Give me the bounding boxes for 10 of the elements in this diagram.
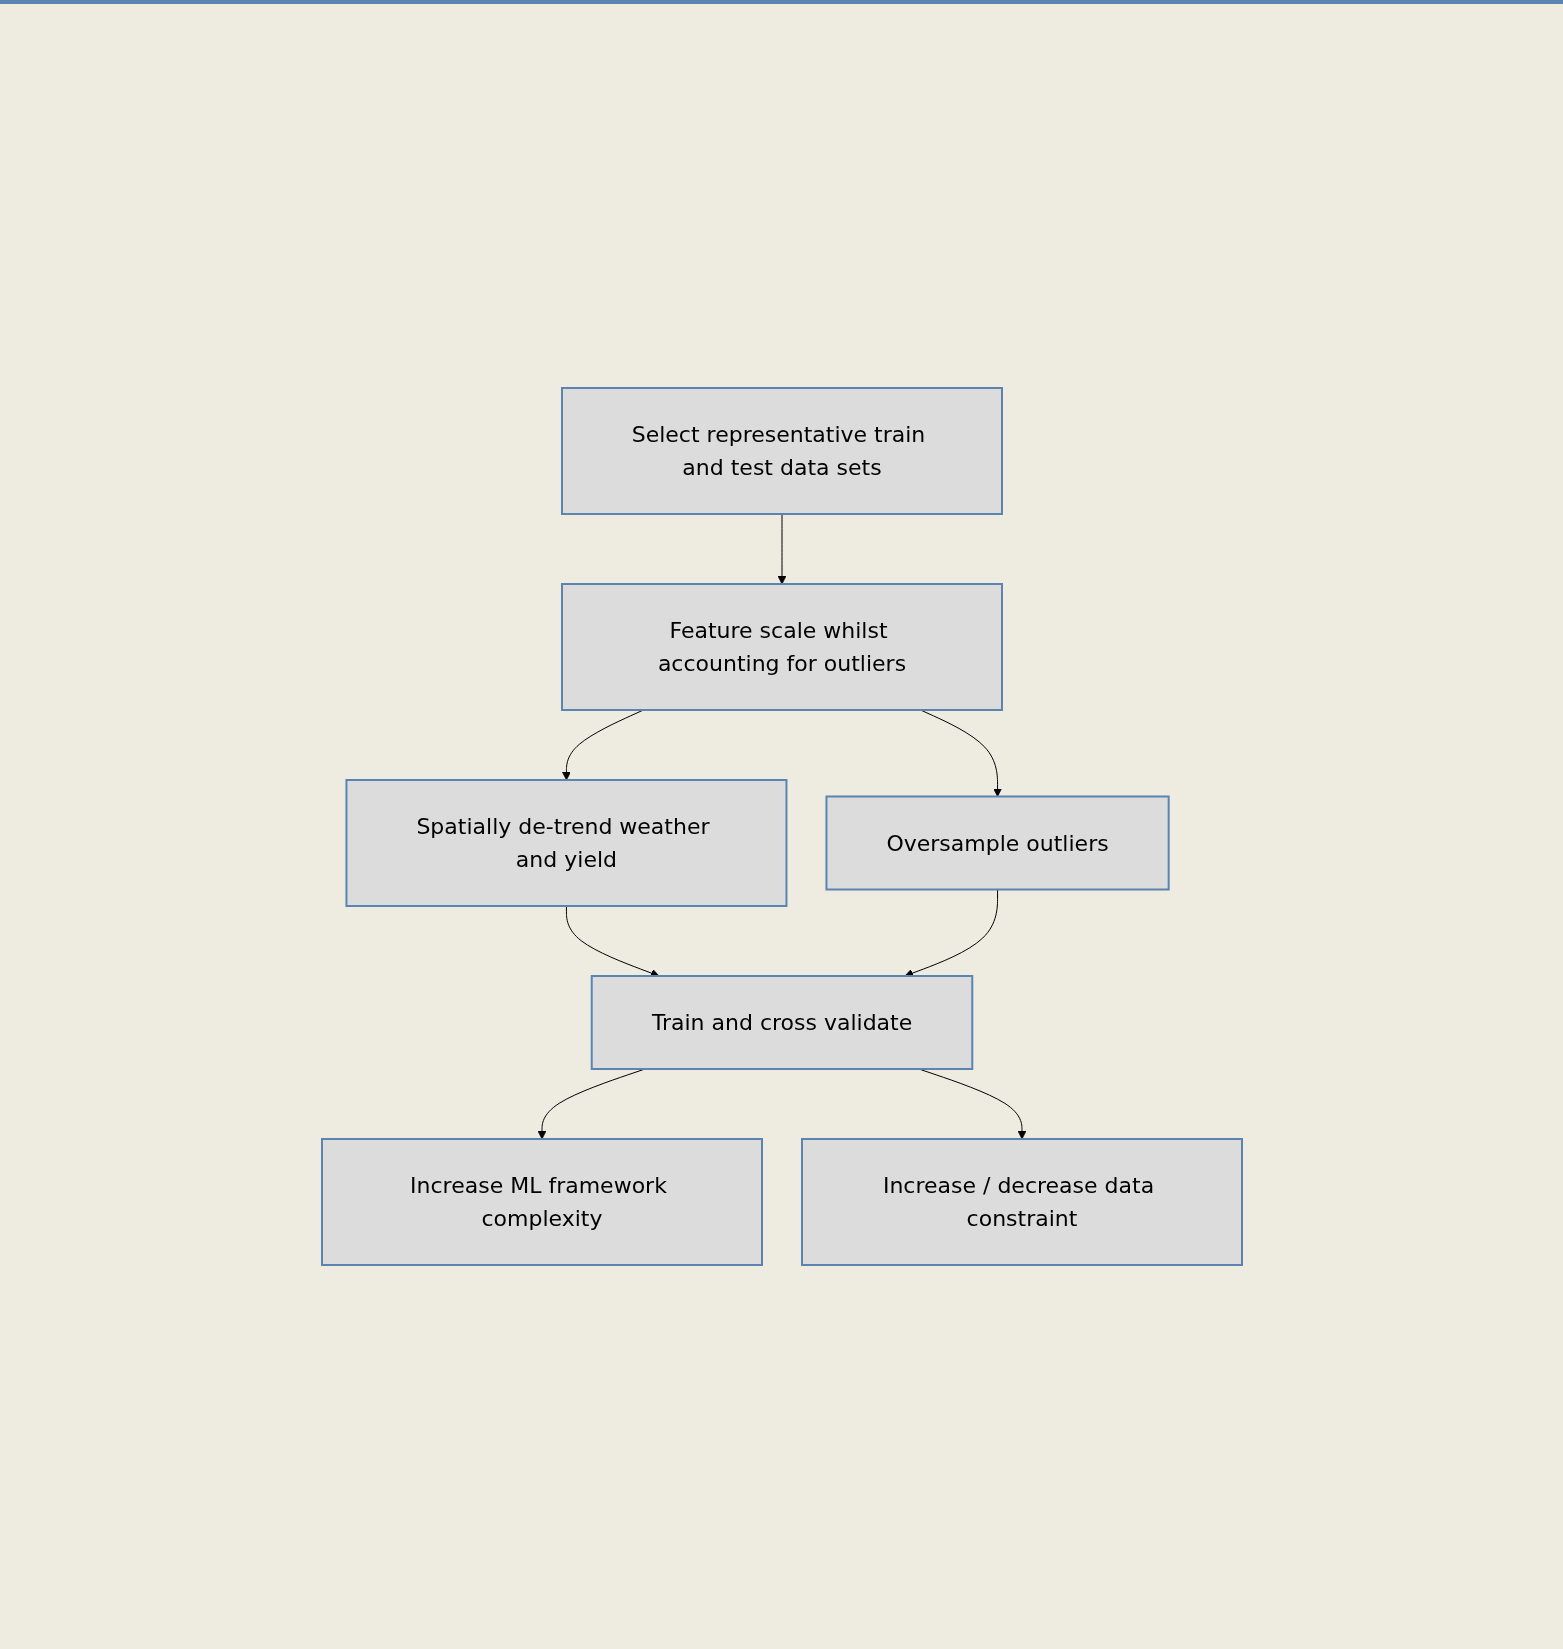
node-box: Increase / decrease data constraint (800, 1138, 1243, 1266)
node-box: Oversample outliers (824, 795, 1170, 891)
node-box: Select representative train and test data sets (560, 387, 1003, 515)
node-box: Spatially de-trend weather and yield (344, 779, 787, 907)
node-box: Increase ML framework complexity (320, 1138, 763, 1266)
arrow (904, 889, 998, 978)
node-box: Feature scale whilst accounting for outliers (560, 583, 1003, 711)
arrow (777, 513, 786, 585)
arrow (565, 905, 659, 978)
node-box: Train and cross validate (590, 975, 973, 1070)
